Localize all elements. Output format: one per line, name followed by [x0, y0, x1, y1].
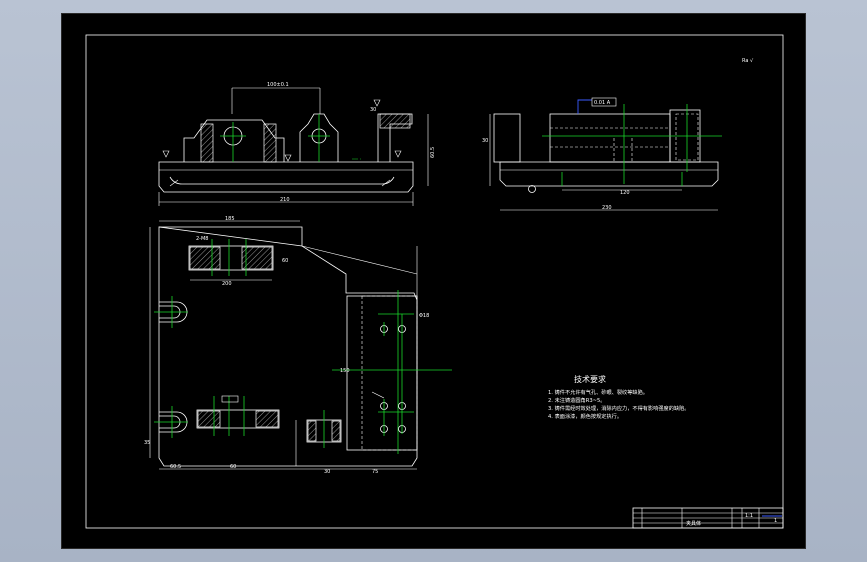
side-view: 0.01 A 230 120 30: [482, 97, 722, 211]
dim-side-width: 230: [602, 205, 612, 211]
title-scale: 1:1: [745, 513, 753, 519]
roughness-mark: Ra √: [742, 58, 754, 64]
tech-req-item-4: 4. 表面涂漆，颜色按规定执行。: [548, 412, 622, 420]
dim-plan-bot-l: 60.5: [170, 464, 181, 470]
drawing-border: [85, 34, 784, 529]
tech-req-item-1: 1. 铸件不允许有气孔、砂眼、裂纹等缺陷。: [548, 388, 648, 396]
dim-front-top: 100±0.1: [267, 82, 289, 88]
dim-plan-left-w: 200: [222, 281, 232, 287]
title-part-name: 夹具体: [686, 520, 701, 527]
front-view: 100±0.1 210 60.5 30: [158, 82, 436, 206]
tech-req-item-3: 3. 铸件需经时效处理，消除内应力，不得有影响强度的缺陷。: [548, 404, 689, 412]
dim-side-top: 0.01 A: [594, 100, 611, 106]
plan-view: 200 2-M8 60 185 35 Φ18 150: [144, 216, 452, 475]
dim-side-mid: 120: [620, 190, 630, 196]
dim-plan-bot-far: 30: [324, 469, 330, 475]
drawing-sheet: Ra √ 100±0.1 210 60.5 30: [61, 13, 806, 549]
dim-plan-mid: 150: [340, 368, 350, 374]
title-sheet-no: 1: [774, 518, 777, 524]
dim-front-height: 60.5: [430, 147, 436, 158]
dim-plan-bot-r: 75: [372, 469, 378, 475]
dim-front-width: 210: [280, 197, 290, 203]
technical-requirements: 技术要求 1. 铸件不允许有气孔、砂眼、裂纹等缺陷。 2. 未注铸造圆角R3~5…: [548, 374, 689, 420]
dim-plan-top: 185: [225, 216, 235, 222]
dim-plan-hole: 2-M8: [196, 236, 208, 242]
dim-front-right: 30: [370, 107, 376, 113]
tech-req-item-2: 2. 未注铸造圆角R3~5。: [548, 396, 605, 404]
dim-plan-slot: Φ18: [419, 313, 429, 319]
dim-plan-right: 60: [282, 258, 288, 264]
title-block: 夹具体 1:1 1: [632, 507, 784, 529]
dim-plan-left-h: 35: [144, 440, 150, 446]
tech-req-title: 技术要求: [574, 374, 606, 384]
cad-drawing: Ra √ 100±0.1 210 60.5 30: [85, 34, 784, 529]
dim-plan-bot-m: 60: [230, 464, 236, 470]
dim-side-height: 30: [482, 138, 488, 144]
